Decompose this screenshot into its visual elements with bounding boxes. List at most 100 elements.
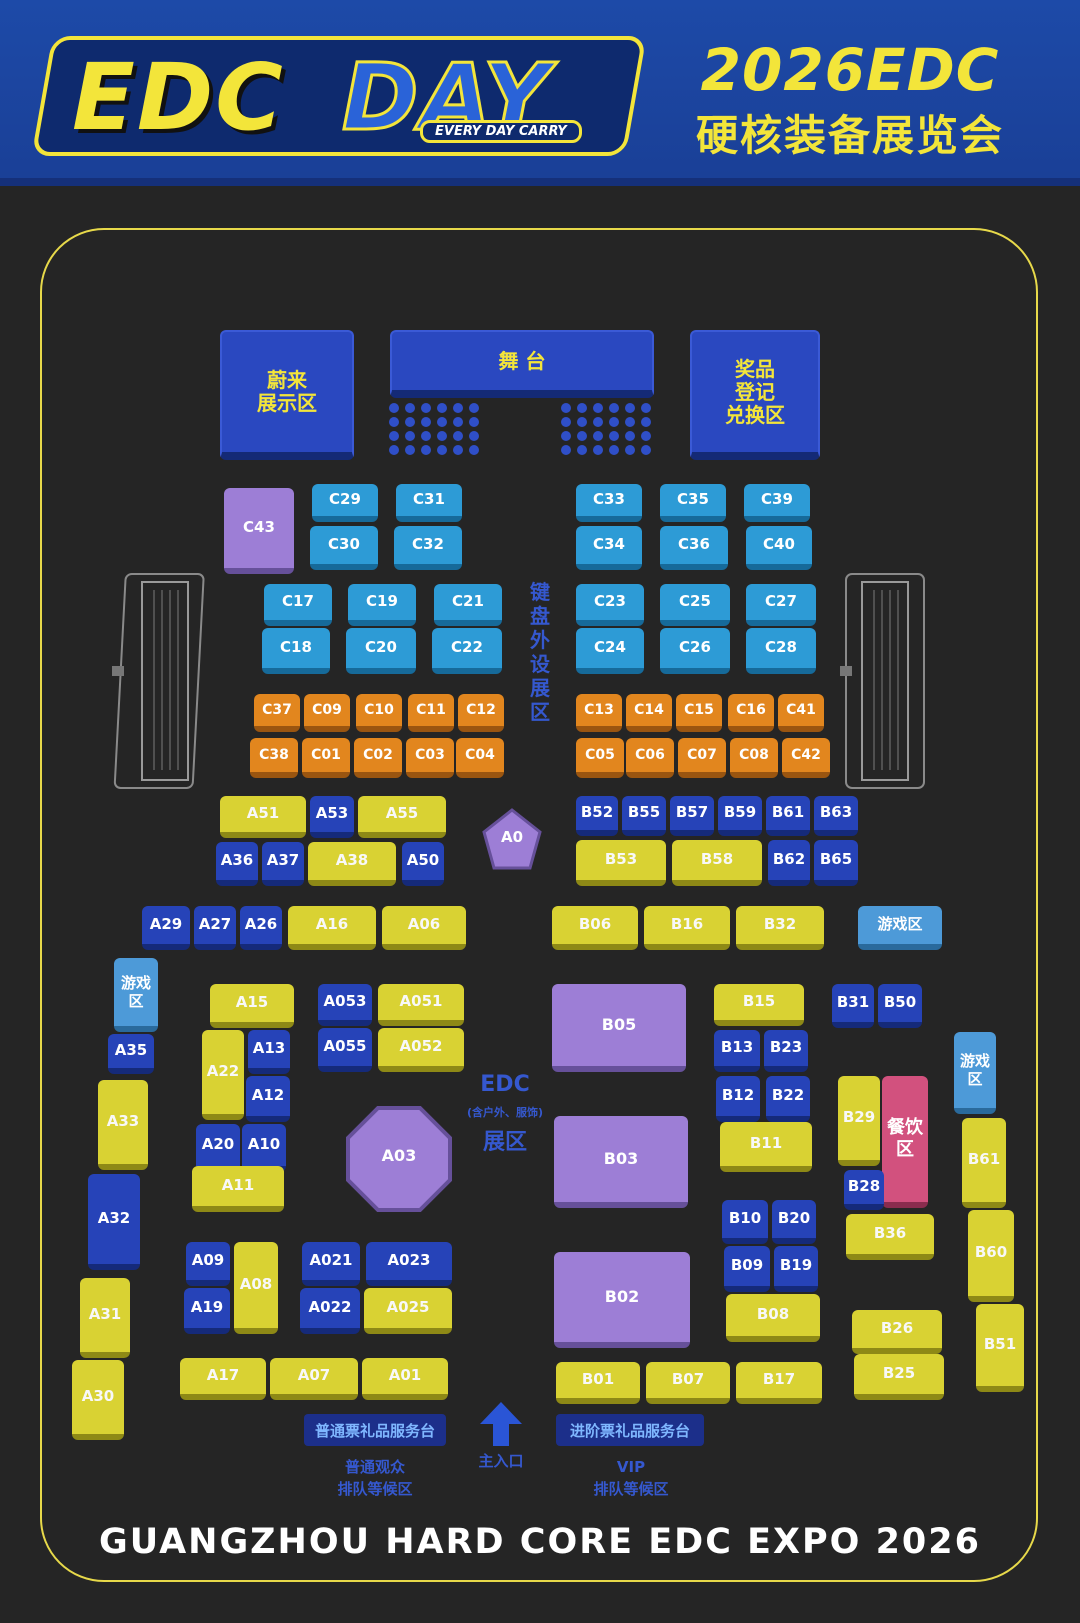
booth-b58[interactable]: B58 (672, 840, 762, 886)
booth-a021[interactable]: A021 (302, 1242, 360, 1286)
booth-a38[interactable]: A38 (308, 842, 396, 886)
booth-b61-top[interactable]: B61 (766, 796, 810, 836)
booth-c28[interactable]: C28 (746, 628, 816, 674)
booth-a07[interactable]: A07 (270, 1358, 358, 1400)
booth-c16[interactable]: C16 (728, 694, 774, 732)
booth-a55[interactable]: A55 (358, 796, 446, 838)
food-zone[interactable]: 餐饮区 (882, 1076, 928, 1208)
booth-a13[interactable]: A13 (248, 1030, 290, 1074)
booth-a27[interactable]: A27 (194, 906, 236, 950)
booth-b57[interactable]: B57 (670, 796, 714, 836)
booth-c35[interactable]: C35 (660, 484, 726, 522)
booth-a0[interactable] (482, 806, 542, 874)
booth-c11[interactable]: C11 (408, 694, 454, 732)
nio-showroom[interactable]: 蔚来 展示区 (220, 330, 354, 460)
booth-b01[interactable]: B01 (556, 1362, 640, 1404)
booth-b28[interactable]: B28 (844, 1170, 884, 1210)
booth-b31[interactable]: B31 (832, 984, 874, 1028)
booth-a025[interactable]: A025 (364, 1288, 452, 1334)
booth-a26[interactable]: A26 (240, 906, 282, 950)
booth-a19[interactable]: A19 (184, 1288, 230, 1334)
booth-a20[interactable]: A20 (196, 1124, 240, 1172)
booth-a22[interactable]: A22 (202, 1030, 244, 1120)
booth-c23[interactable]: C23 (576, 584, 644, 626)
booth-b23[interactable]: B23 (764, 1030, 808, 1072)
booth-c25[interactable]: C25 (660, 584, 730, 626)
booth-c09[interactable]: C09 (304, 694, 350, 732)
booth-b29[interactable]: B29 (838, 1076, 880, 1166)
booth-c26[interactable]: C26 (660, 628, 730, 674)
booth-c17[interactable]: C17 (264, 584, 332, 626)
booth-c21[interactable]: C21 (434, 584, 502, 626)
booth-a09[interactable]: A09 (186, 1242, 230, 1286)
booth-b12[interactable]: B12 (716, 1076, 760, 1122)
prize-exchange-area[interactable]: 奖品 登记 兑换区 (690, 330, 820, 460)
booth-b63[interactable]: B63 (814, 796, 858, 836)
booth-c40[interactable]: C40 (746, 526, 812, 570)
booth-c08[interactable]: C08 (730, 738, 778, 778)
booth-c20[interactable]: C20 (346, 628, 416, 674)
booth-a33[interactable]: A33 (98, 1080, 148, 1170)
game-zone-left[interactable]: 游戏区 (114, 958, 158, 1032)
booth-c38[interactable]: C38 (250, 738, 298, 778)
booth-a16[interactable]: A16 (288, 906, 376, 950)
booth-a055[interactable]: A055 (318, 1028, 372, 1072)
booth-b20[interactable]: B20 (772, 1200, 816, 1244)
stage[interactable]: 舞 台 (390, 330, 654, 398)
booth-b25[interactable]: B25 (854, 1354, 944, 1400)
booth-a31[interactable]: A31 (80, 1278, 130, 1358)
booth-a01[interactable]: A01 (362, 1358, 448, 1400)
booth-b50[interactable]: B50 (878, 984, 922, 1028)
booth-c02[interactable]: C02 (354, 738, 402, 778)
game-zone-top[interactable]: 游戏区 (858, 906, 942, 950)
general-gift-desk[interactable]: 普通票礼品服务台 (304, 1414, 446, 1446)
booth-c30[interactable]: C30 (310, 526, 378, 570)
booth-c43[interactable]: C43 (224, 488, 294, 574)
booth-b02[interactable]: B02 (554, 1252, 690, 1348)
booth-c27[interactable]: C27 (746, 584, 816, 626)
booth-b32[interactable]: B32 (736, 906, 824, 950)
booth-b05[interactable]: B05 (552, 984, 686, 1072)
booth-a10[interactable]: A10 (242, 1124, 286, 1172)
booth-c22[interactable]: C22 (432, 628, 502, 674)
booth-a53[interactable]: A53 (310, 796, 354, 838)
booth-b11[interactable]: B11 (720, 1122, 812, 1172)
booth-c14[interactable]: C14 (626, 694, 672, 732)
booth-c36[interactable]: C36 (660, 526, 728, 570)
booth-b22[interactable]: B22 (766, 1076, 810, 1122)
booth-a36[interactable]: A36 (216, 842, 258, 886)
booth-b65[interactable]: B65 (814, 840, 858, 886)
booth-b60[interactable]: B60 (968, 1210, 1014, 1302)
booth-c29[interactable]: C29 (312, 484, 378, 522)
booth-b13[interactable]: B13 (714, 1030, 760, 1072)
booth-c41[interactable]: C41 (778, 694, 824, 732)
booth-b17[interactable]: B17 (736, 1362, 822, 1404)
booth-a32[interactable]: A32 (88, 1174, 140, 1270)
booth-b19[interactable]: B19 (774, 1246, 818, 1292)
booth-c39[interactable]: C39 (744, 484, 810, 522)
booth-b06[interactable]: B06 (552, 906, 638, 950)
booth-a51[interactable]: A51 (220, 796, 306, 838)
vip-gift-desk[interactable]: 进阶票礼品服务台 (556, 1414, 704, 1446)
game-zone-right[interactable]: 游戏区 (954, 1032, 996, 1114)
booth-b59[interactable]: B59 (718, 796, 762, 836)
booth-c32[interactable]: C32 (394, 526, 462, 570)
booth-a17[interactable]: A17 (180, 1358, 266, 1400)
booth-c13[interactable]: C13 (576, 694, 622, 732)
booth-c01[interactable]: C01 (302, 738, 350, 778)
booth-c12[interactable]: C12 (458, 694, 504, 732)
booth-b03[interactable]: B03 (554, 1116, 688, 1208)
booth-a051[interactable]: A051 (378, 984, 464, 1026)
booth-b52[interactable]: B52 (576, 796, 618, 836)
booth-b62[interactable]: B62 (768, 840, 810, 886)
booth-a29[interactable]: A29 (142, 906, 190, 950)
booth-b61[interactable]: B61 (962, 1118, 1006, 1208)
booth-a053[interactable]: A053 (318, 984, 372, 1026)
booth-c34[interactable]: C34 (576, 526, 642, 570)
booth-c42[interactable]: C42 (782, 738, 830, 778)
booth-b26[interactable]: B26 (852, 1310, 942, 1354)
booth-c07[interactable]: C07 (678, 738, 726, 778)
booth-a11[interactable]: A11 (192, 1166, 284, 1212)
booth-b55[interactable]: B55 (622, 796, 666, 836)
booth-b07[interactable]: B07 (646, 1362, 730, 1404)
